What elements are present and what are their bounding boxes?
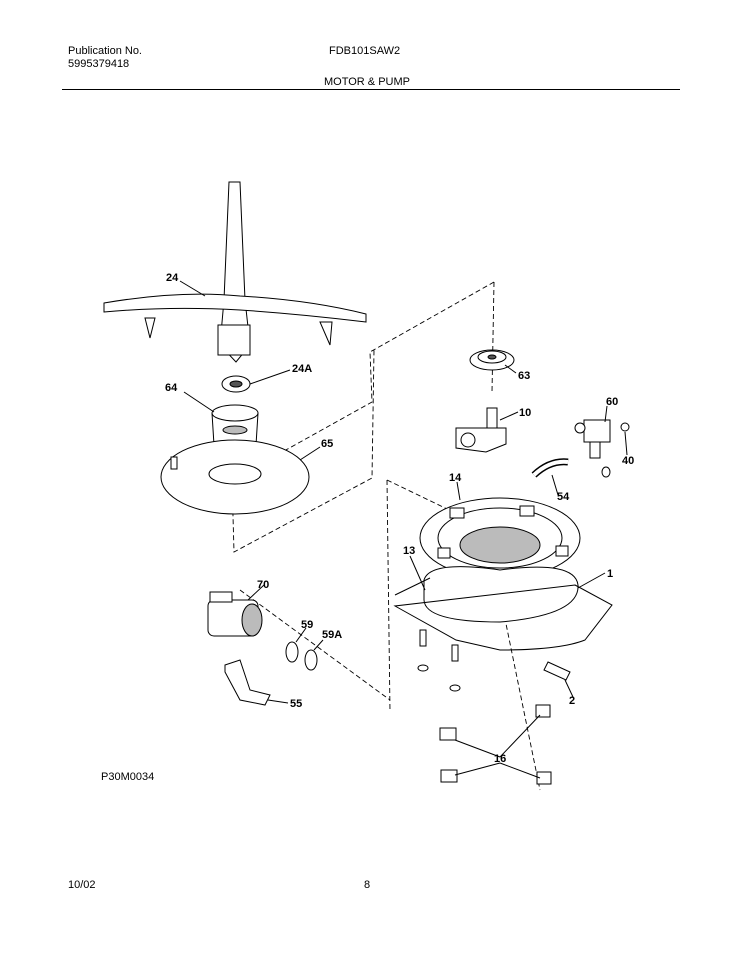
- page-number: 8: [364, 879, 371, 891]
- cap-part: [469, 349, 515, 371]
- callout-64: 64: [165, 382, 178, 394]
- callout-leaders: [179, 280, 628, 779]
- tub-panel-part: [393, 577, 613, 651]
- callout-63: 63: [518, 370, 530, 382]
- motor-part: [207, 591, 263, 637]
- clip-part: [620, 422, 630, 432]
- publication-label: Publication No.: [68, 45, 142, 57]
- drawing-id: P30M0034: [101, 771, 155, 783]
- publication-number: 5995379418: [68, 58, 130, 70]
- callout-2: 2: [569, 695, 575, 707]
- callout-60: 60: [606, 396, 618, 408]
- gasket-part: [423, 566, 579, 623]
- callout-55: 55: [290, 698, 302, 710]
- callout-70: 70: [257, 579, 269, 591]
- o-ring-part: [285, 641, 299, 663]
- callout-24a: 24A: [292, 363, 312, 375]
- screw-parts: [417, 629, 461, 692]
- pump-cup-part: [211, 404, 259, 446]
- mounting-foot-parts: [439, 704, 552, 785]
- callout-14: 14: [449, 472, 462, 484]
- motor-bracket-part: [224, 659, 271, 706]
- ring-part: [601, 466, 611, 478]
- bracket-clip-part: [543, 661, 571, 681]
- valve-part: [574, 419, 611, 459]
- section-title: MOTOR & PUMP: [324, 76, 410, 88]
- callout-16: 16: [494, 753, 506, 765]
- sump-housing-part: [419, 497, 581, 579]
- model-number: FDB101SAW2: [329, 45, 401, 57]
- footer-date: 10/02: [68, 879, 96, 891]
- callout-1: 1: [607, 568, 613, 580]
- callout-59a: 59A: [322, 629, 342, 641]
- spray-arm-part: [103, 181, 367, 363]
- pump-housing-part: [455, 407, 507, 453]
- callout-40: 40: [622, 455, 634, 467]
- callout-54: 54: [557, 491, 570, 503]
- header-rule: [62, 89, 680, 90]
- callout-59: 59: [301, 619, 313, 631]
- callout-13: 13: [403, 545, 415, 557]
- callout-65: 65: [321, 438, 333, 450]
- callout-10: 10: [519, 407, 531, 419]
- callout-24: 24: [166, 272, 179, 284]
- o-ring-part-b: [304, 649, 318, 671]
